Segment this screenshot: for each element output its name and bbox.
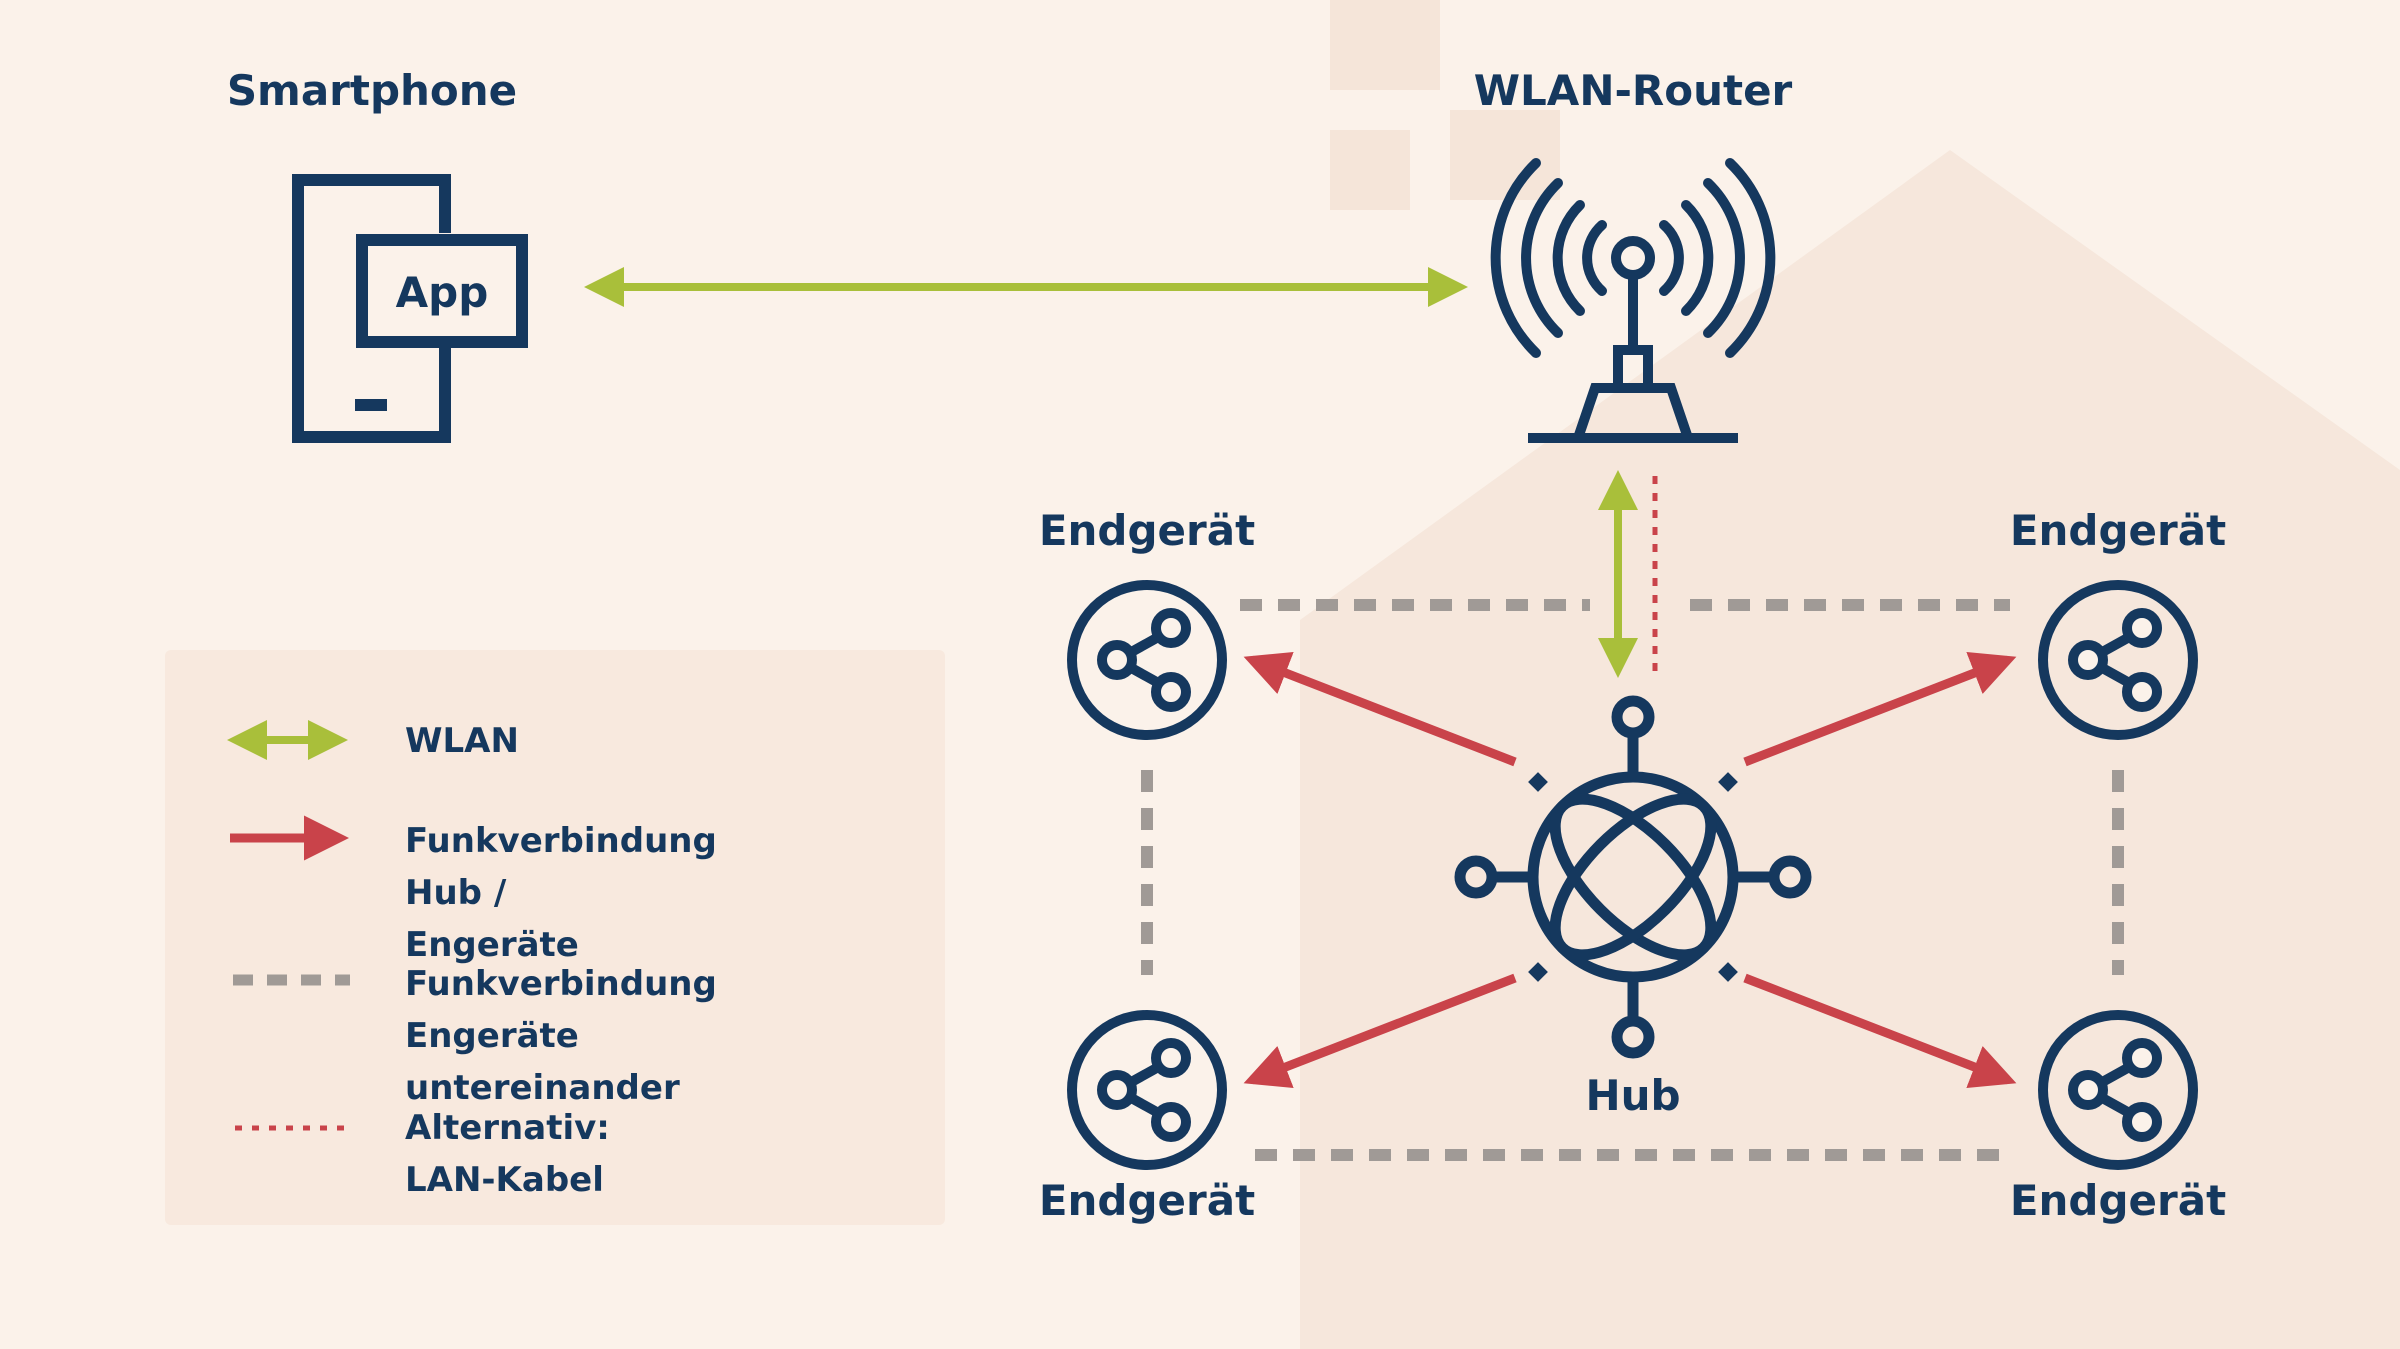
device-label-top-left: Endgerät	[1039, 506, 1255, 555]
device-label-bottom-left: Endgerät	[1039, 1176, 1255, 1225]
radio-link-top-right	[1743, 652, 2017, 767]
share-node-icon	[1067, 1010, 1227, 1170]
share-node-icon	[2038, 580, 2198, 740]
share-node-icon	[2038, 1010, 2198, 1170]
app-label: App	[396, 268, 489, 317]
smartphone-title: Smartphone	[227, 66, 517, 115]
device-label-top-right: Endgerät	[2010, 506, 2226, 555]
legend-swatches	[227, 720, 350, 1131]
smartphone-app-icon	[292, 174, 528, 443]
legend-mesh-label: Funkverbindung Engeräte untereinander	[405, 964, 717, 1108]
router-title: WLAN-Router	[1474, 66, 1793, 115]
wifi-antenna-icon	[1490, 158, 1776, 443]
legend-hub-link-label: Funkverbindung Hub / Engeräte	[405, 821, 717, 965]
hub-globe-icon	[1454, 695, 1812, 1059]
device-top-right: Endgerät	[2010, 506, 2226, 740]
radio-link-bottom-left	[1243, 973, 1517, 1088]
legend-lan-label: Alternativ: LAN-Kabel	[405, 1108, 610, 1200]
device-bottom-left: Endgerät	[1039, 1010, 1255, 1225]
legend-wlan-label: WLAN	[405, 721, 519, 761]
hub-radio-links	[1243, 652, 2017, 1088]
device-top-left: Endgerät	[1039, 506, 1255, 740]
device-bottom-right: Endgerät	[2010, 1010, 2226, 1225]
device-label-bottom-right: Endgerät	[2010, 1176, 2226, 1225]
radio-link-top-left	[1243, 652, 1517, 767]
mesh-links	[1141, 599, 2124, 1161]
radio-link-bottom-right	[1743, 973, 2017, 1088]
share-node-icon	[1067, 580, 1227, 740]
hub-label: Hub	[1585, 1071, 1680, 1120]
